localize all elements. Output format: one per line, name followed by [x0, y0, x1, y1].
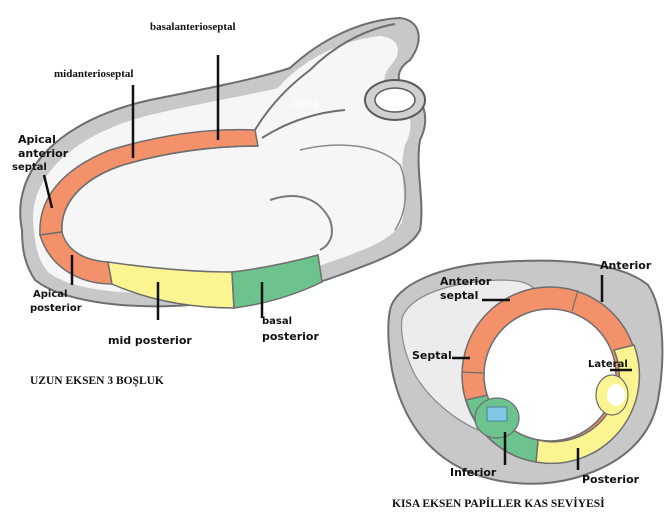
- label-basal-anteroseptal: basalanterioseptal: [150, 22, 236, 34]
- label-apical-posterior-line1: Apical: [33, 290, 67, 301]
- label-sa-lateral: Lateral: [588, 360, 628, 371]
- short-axis-view: [388, 261, 662, 484]
- short-axis-caption: KISA EKSEN PAPİLLER KAS SEVİYESİ: [392, 498, 605, 510]
- label-apical-anterior-septal-line3: septal: [12, 163, 47, 174]
- label-mid-posterior: mid posterior: [108, 335, 192, 347]
- label-apical-anterior-septal-line2: anterior: [18, 148, 68, 160]
- aorta-label: Aorta: [292, 100, 319, 111]
- label-sa-anterior-septal-line1: Anterior: [440, 276, 491, 288]
- label-sa-inferior: Inferior: [450, 467, 496, 479]
- long-axis-view: [20, 18, 425, 320]
- label-basal-posterior-line2: posterior: [262, 331, 319, 343]
- label-sa-septal: Septal: [412, 350, 452, 362]
- papillary-muscle-lateral-core: [607, 384, 625, 406]
- label-sa-anterior-septal-line2: septal: [440, 290, 478, 302]
- long-axis-caption: UZUN EKSEN 3 BOŞLUK: [30, 375, 164, 387]
- label-sa-posterior: Posterior: [582, 474, 639, 486]
- label-sa-anterior: Anterior: [600, 260, 651, 272]
- papillary-muscle-inferior-core: [487, 407, 507, 421]
- label-basal-posterior-line1: basal: [262, 317, 292, 328]
- label-apical-anterior-septal-line1: Apical: [18, 134, 56, 146]
- aortic-valve-lumen: [375, 88, 415, 112]
- label-apical-posterior-line2: posterior: [30, 304, 82, 315]
- label-mid-anteroseptal: midanterioseptal: [54, 69, 133, 81]
